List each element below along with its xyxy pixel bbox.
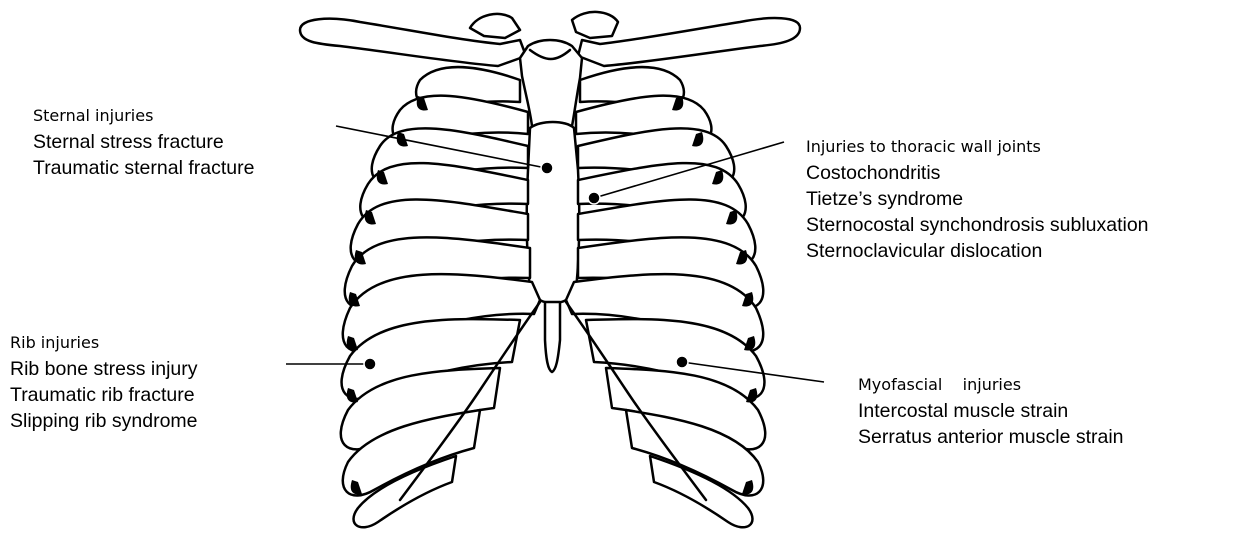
vertebra-left-top: [470, 14, 520, 38]
manubrium: [520, 40, 582, 126]
thoracic-wall-item-1: Costochondritis: [806, 160, 1149, 186]
rib-heading: Rib injuries: [10, 330, 198, 356]
ribcage-bones: [300, 12, 800, 527]
label-group-sternal: Sternal injuries Sternal stress fracture…: [33, 103, 254, 181]
thoracic-wall-heading: Injuries to thoracic wall joints: [806, 134, 1149, 160]
thoracic-wall-item-3: Sternocostal synchondrosis subluxation: [806, 212, 1149, 238]
xiphoid-process: [545, 302, 560, 372]
thoracic-wall-item-4: Sternoclavicular dislocation: [806, 238, 1149, 264]
marker-dot-sternal: [541, 162, 553, 174]
sternal-item-2: Traumatic sternal fracture: [33, 155, 254, 181]
rib-item-2: Traumatic rib fracture: [10, 382, 198, 408]
thoracic-wall-item-2: Tietze’s syndrome: [806, 186, 1149, 212]
marker-dot-thoracic: [588, 192, 600, 204]
rib-item-1: Rib bone stress injury: [10, 356, 198, 382]
myofascial-heading: Myofascial injuries: [858, 372, 1124, 398]
sternal-heading: Sternal injuries: [33, 103, 254, 129]
sternal-item-1: Sternal stress fracture: [33, 129, 254, 155]
label-group-rib: Rib injuries Rib bone stress injury Trau…: [10, 330, 198, 434]
label-group-myofascial: Myofascial injuries Intercostal muscle s…: [858, 372, 1124, 450]
sternum-body: [527, 122, 580, 303]
myofascial-item-1: Intercostal muscle strain: [858, 398, 1124, 424]
marker-dot-rib: [364, 358, 376, 370]
rib-item-3: Slipping rib syndrome: [10, 408, 198, 434]
label-group-thoracic-wall: Injuries to thoracic wall joints Costoch…: [806, 134, 1149, 264]
myofascial-item-2: Serratus anterior muscle strain: [858, 424, 1124, 450]
marker-dot-myofascial: [676, 356, 688, 368]
vertebra-right-top: [572, 12, 618, 38]
